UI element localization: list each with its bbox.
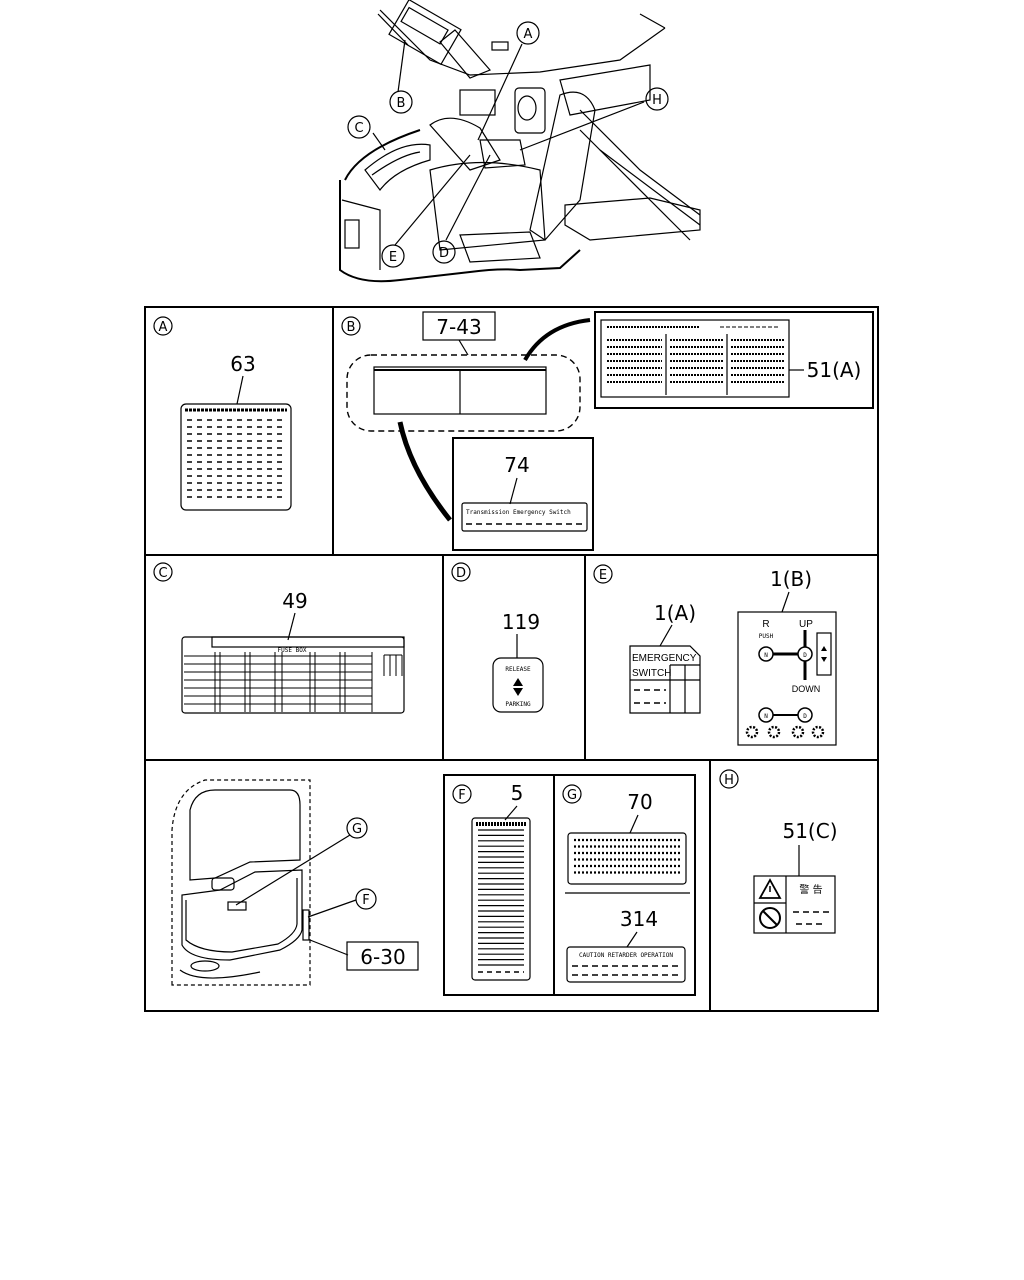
svg-text:N: N	[764, 652, 768, 659]
panel-e: E 1(A) EMERGENCY SWITCH 1(B) R PUSH UP N…	[593, 564, 837, 746]
callout-e-marker: E	[381, 244, 405, 268]
svg-text:H: H	[652, 93, 662, 108]
svg-text:C: C	[158, 566, 167, 581]
part-number-7-43: 7-43	[436, 315, 481, 339]
svg-text:UP: UP	[799, 619, 813, 630]
svg-text:G: G	[352, 822, 362, 837]
callout-c-marker: C	[347, 115, 371, 139]
part-number-1a: 1(A)	[654, 601, 696, 625]
svg-text:A: A	[524, 27, 533, 42]
callout-b-marker: B	[389, 90, 413, 114]
svg-text:D: D	[803, 713, 807, 720]
part-number-49: 49	[282, 589, 307, 613]
part-number-63: 63	[230, 352, 255, 376]
part-number-6-30: 6-30	[360, 945, 405, 969]
svg-text:D: D	[803, 652, 807, 659]
callout-f-marker: F	[355, 888, 377, 910]
svg-text:A: A	[159, 320, 168, 335]
svg-text:R: R	[762, 619, 769, 630]
cab-interior-illustration: A B C H E D	[339, 0, 701, 283]
panel-c: C 49 FUSE BOX	[153, 562, 405, 714]
label-70	[567, 832, 687, 885]
svg-text:FUSE BOX: FUSE BOX	[278, 647, 307, 654]
panel-g: G 70 314 CAUTION RETARDER OPERATION	[562, 784, 690, 983]
warning-triangle-icon	[758, 878, 782, 899]
svg-text:E: E	[599, 568, 607, 583]
part-number-5: 5	[511, 781, 524, 805]
svg-text:PUSH: PUSH	[759, 633, 774, 640]
label-51c	[753, 875, 836, 934]
part-number-74: 74	[504, 453, 529, 477]
grid-frame	[144, 306, 879, 1012]
label-5	[471, 817, 531, 981]
svg-text:B: B	[347, 320, 356, 335]
callout-a-marker: A	[516, 21, 540, 45]
panel-d: D 119 RELEASE PARKING	[451, 562, 544, 713]
panel-a: A 63	[153, 316, 292, 511]
label-63	[180, 403, 292, 511]
panel-f: F 5	[452, 781, 531, 981]
label-119	[492, 657, 544, 713]
svg-text:F: F	[362, 893, 369, 908]
svg-text:RELEASE: RELEASE	[505, 666, 531, 673]
svg-text:PARKING: PARKING	[505, 701, 531, 708]
callout-h-marker: H	[645, 87, 669, 111]
svg-text:警 告: 警 告	[799, 883, 822, 896]
part-number-70: 70	[627, 790, 652, 814]
svg-text:CAUTION RETARDER OPERATION: CAUTION RETARDER OPERATION	[579, 952, 673, 959]
part-number-51c: 51(C)	[782, 819, 837, 843]
label-1a	[629, 645, 701, 714]
svg-text:SWITCH: SWITCH	[632, 668, 671, 679]
svg-text:B: B	[397, 96, 406, 111]
svg-text:EMERGENCY: EMERGENCY	[632, 653, 697, 664]
part-number-51a: 51(A)	[807, 358, 862, 382]
svg-text:C: C	[354, 121, 363, 136]
panel-b: B 7-43 51(A) 74 Transmission Emergency S…	[341, 311, 874, 551]
label-1b	[737, 611, 837, 746]
svg-text:G: G	[567, 788, 577, 803]
callout-d-marker: D	[432, 240, 456, 264]
door-illustration: G F 6-30	[171, 779, 419, 986]
panel-h: H 51(C) 警 告	[719, 769, 838, 934]
label-314	[566, 946, 686, 983]
svg-text:Transmission Emergency Switch: Transmission Emergency Switch	[466, 509, 571, 516]
svg-text:D: D	[439, 246, 449, 261]
part-number-1b: 1(B)	[770, 567, 812, 591]
prohibited-icon	[759, 907, 781, 929]
callout-g-marker: G	[346, 817, 368, 839]
svg-text:N: N	[764, 713, 768, 720]
svg-text:F: F	[458, 788, 465, 803]
svg-text:H: H	[724, 773, 734, 788]
label-74	[461, 502, 588, 532]
svg-text:DOWN: DOWN	[792, 684, 821, 694]
svg-text:D: D	[456, 566, 466, 581]
part-number-119: 119	[502, 610, 540, 634]
part-number-314: 314	[620, 907, 658, 931]
svg-text:E: E	[389, 250, 397, 265]
